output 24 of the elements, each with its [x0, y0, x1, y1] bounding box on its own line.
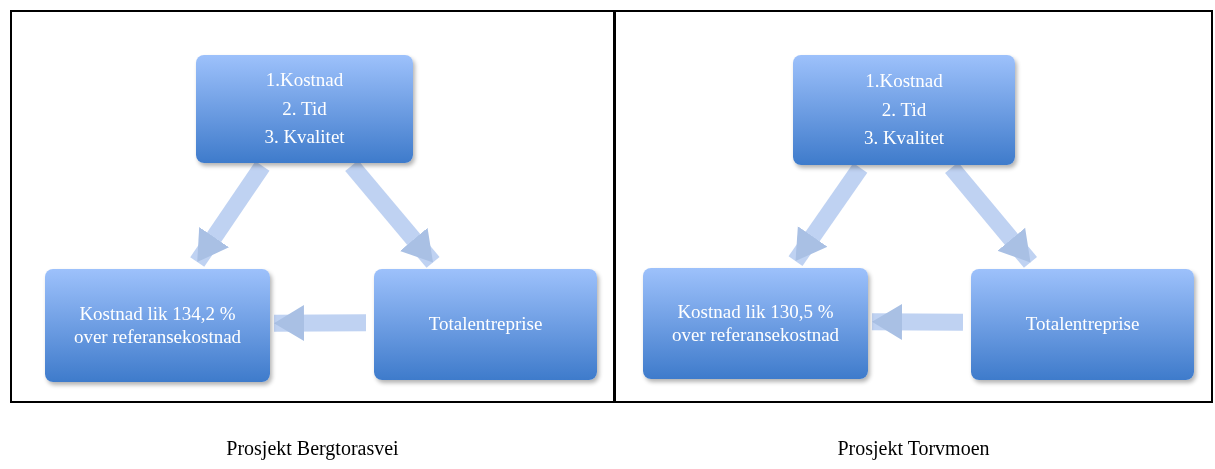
- process-box: [643, 268, 868, 379]
- process-box: [374, 269, 597, 380]
- process-box: [196, 55, 413, 163]
- box-text: Totalentreprise: [1025, 313, 1140, 336]
- process-box: [793, 55, 1015, 165]
- box-text: 1.Kostnad: [265, 67, 344, 92]
- block-arrow: [871, 303, 964, 340]
- box-text: Totalentreprise: [428, 313, 543, 336]
- panel-caption: Prosjekt Bergtorasvei: [225, 436, 400, 462]
- box-text: 3. Kvalitet: [264, 125, 345, 150]
- box-text: Kostnad lik 130,5 % over referansekostnad: [670, 300, 841, 347]
- block-arrow: [945, 162, 1037, 268]
- block-arrow: [273, 305, 367, 342]
- process-box: [45, 269, 270, 382]
- panel-caption: Prosjekt Torvmoen: [836, 436, 991, 462]
- box-text: 2. Tid: [282, 96, 327, 121]
- box-text: 2. Tid: [881, 97, 927, 122]
- block-arrow: [345, 160, 440, 268]
- box-text: 3. Kvalitet: [863, 126, 945, 151]
- process-box: [971, 269, 1194, 380]
- block-arrow: [788, 163, 868, 266]
- box-text: 1.Kostnad: [865, 68, 943, 93]
- box-text: Kostnad lik 134,2 % over referansekostnad: [72, 302, 243, 349]
- block-arrow: [190, 161, 270, 267]
